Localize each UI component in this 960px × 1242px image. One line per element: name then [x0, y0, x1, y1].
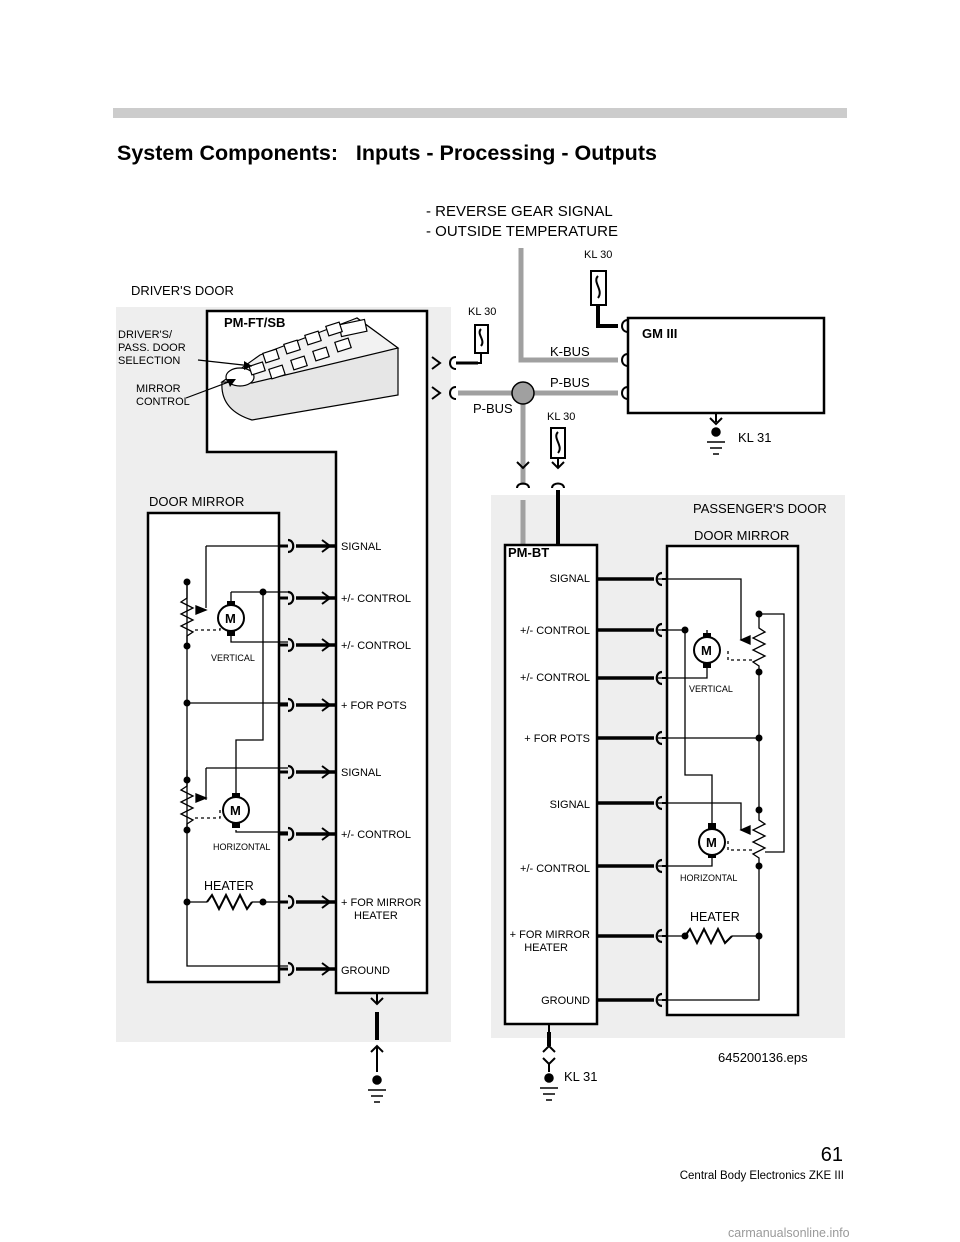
gm-iii-label: GM III	[642, 326, 677, 341]
header-rule	[113, 108, 847, 118]
selection-label-line1: DRIVER'S/	[118, 329, 173, 341]
p-bus-label-lower: P-BUS	[473, 401, 513, 416]
selection-arrowhead	[244, 361, 252, 370]
kl31-ground-passenger	[540, 1073, 558, 1101]
gm-input-reverse: - REVERSE GEAR SIGNAL	[426, 203, 613, 220]
pass-pin-heater-1: + FOR MIRROR	[510, 929, 590, 941]
driver-vertical-motor: M	[217, 601, 245, 636]
pass-heater	[684, 926, 733, 946]
selection-label-line2: PASS. DOOR	[118, 342, 186, 354]
driver-pin-wire	[279, 590, 336, 606]
pm-ft-sb-label: PM-FT/SB	[224, 315, 285, 330]
driver-ground-wire	[370, 993, 384, 1072]
p-bus-label-upper: P-BUS	[550, 375, 590, 390]
driver-junction-dots	[183, 578, 267, 906]
driver-horizontal-label: HORIZONTAL	[213, 842, 270, 852]
kl31-label-gm: KL 31	[738, 430, 772, 445]
kl30-fuse-drivers	[472, 324, 489, 364]
kl31-ground-driver	[368, 1075, 386, 1103]
pass-pin-control-3: +/- CONTROL	[520, 863, 590, 875]
driver-mirror-title: DOOR MIRROR	[149, 494, 244, 509]
mirror-control-arrow	[185, 379, 235, 399]
mirror-control-line2: CONTROL	[136, 396, 190, 408]
driver-pin-wire	[279, 961, 336, 977]
driver-vertical-label: VERTICAL	[211, 653, 255, 663]
driver-pin-control-2: +/- CONTROL	[341, 640, 411, 652]
driver-pin-heater-2: HEATER	[354, 910, 398, 922]
pm-ft-sb-module	[205, 309, 429, 995]
pass-vertical-pot	[727, 620, 767, 672]
pass-horizontal-label: HORIZONTAL	[680, 873, 737, 883]
kl30-label-gm: KL 30	[584, 249, 612, 261]
pass-junction-dots	[681, 610, 763, 940]
pass-vertical-motor: M	[693, 633, 721, 668]
selection-arrow	[197, 359, 253, 367]
file-name-label: 645200136.eps	[718, 1050, 808, 1065]
pass-pin-control-2: +/- CONTROL	[520, 672, 590, 684]
driver-pin-pots: + FOR POTS	[341, 700, 407, 712]
driver-vertical-pot	[179, 582, 221, 646]
pm-bt-module	[503, 543, 599, 1026]
selection-label-line3: SELECTION	[118, 355, 180, 367]
page-title: System Components: Inputs - Processing -…	[117, 141, 657, 165]
pass-heater-label: HEATER	[690, 910, 740, 924]
mirror-control-line1: MIRROR	[136, 383, 181, 395]
p-bus-line	[458, 390, 618, 545]
kl30-label-passenger: KL 30	[547, 411, 575, 423]
k-bus-line	[518, 248, 618, 363]
driver-pin-wire	[279, 826, 336, 842]
motor-letter: M	[701, 643, 712, 658]
driver-pin-signal-1: SIGNAL	[341, 541, 381, 553]
kl31-label-passenger: KL 31	[564, 1069, 598, 1084]
pass-pin-signal-1: SIGNAL	[550, 573, 590, 585]
passengers-door-title: PASSENGER'S DOOR	[693, 501, 827, 516]
pass-mirror-box	[665, 544, 800, 1017]
driver-pin-control-1: +/- CONTROL	[341, 593, 411, 605]
pass-mirror-title: DOOR MIRROR	[694, 528, 789, 543]
pass-pin-ground: GROUND	[541, 995, 590, 1007]
driver-pin-wire	[279, 637, 336, 653]
pass-horizontal-pot	[727, 810, 767, 866]
pm-bt-label: PM-BT	[508, 545, 549, 560]
driver-pin-heater-1: + FOR MIRROR	[341, 897, 421, 909]
kl30-gm-wire	[596, 305, 618, 328]
p-bus-junction	[511, 381, 535, 405]
driver-heater-label: HEATER	[204, 879, 254, 893]
driver-pin-ground: GROUND	[341, 965, 390, 977]
gm-input-temperature: - OUTSIDE TEMPERATURE	[426, 223, 618, 240]
gm-iii-module	[626, 316, 826, 415]
footer-text: Central Body Electronics ZKE III	[679, 1170, 844, 1182]
pass-pin-heater-2: HEATER	[524, 942, 568, 954]
drivers-door-title: DRIVER'S DOOR	[131, 283, 234, 298]
pass-pin-pots: + FOR POTS	[524, 733, 590, 745]
kl30-label-drivers: KL 30	[468, 306, 496, 318]
gm-connectors	[621, 319, 723, 426]
driver-pin-wire	[279, 764, 336, 780]
driver-pin-wire	[279, 697, 336, 713]
driver-pin-control-3: +/- CONTROL	[341, 829, 411, 841]
pass-pin-signal-2: SIGNAL	[550, 799, 590, 811]
driver-horizontal-motor: M	[222, 793, 250, 828]
motor-letter: M	[706, 835, 717, 850]
kl31-ground-gm	[707, 427, 725, 455]
motor-letter: M	[230, 803, 241, 818]
kl30-fuse-passenger	[516, 427, 566, 489]
driver-pin-signal-2: SIGNAL	[341, 767, 381, 779]
motor-letter: M	[225, 611, 236, 626]
mirror-control-arrowhead	[227, 379, 236, 387]
pass-horizontal-motor: M	[698, 823, 726, 858]
pass-ground-wire	[542, 1024, 556, 1072]
switch-pod	[220, 317, 400, 421]
pass-vertical-label: VERTICAL	[689, 684, 733, 694]
pass-pin-control-1: +/- CONTROL	[520, 625, 590, 637]
driver-heater	[206, 892, 253, 912]
k-bus-label: K-BUS	[550, 344, 590, 359]
driver-mirror-box	[146, 511, 281, 984]
page-number: 61	[820, 1144, 843, 1166]
watermark: carmanualsonline.info	[728, 1226, 850, 1240]
driver-horizontal-pot	[179, 780, 221, 830]
kl30-fuse-gm	[590, 270, 607, 306]
